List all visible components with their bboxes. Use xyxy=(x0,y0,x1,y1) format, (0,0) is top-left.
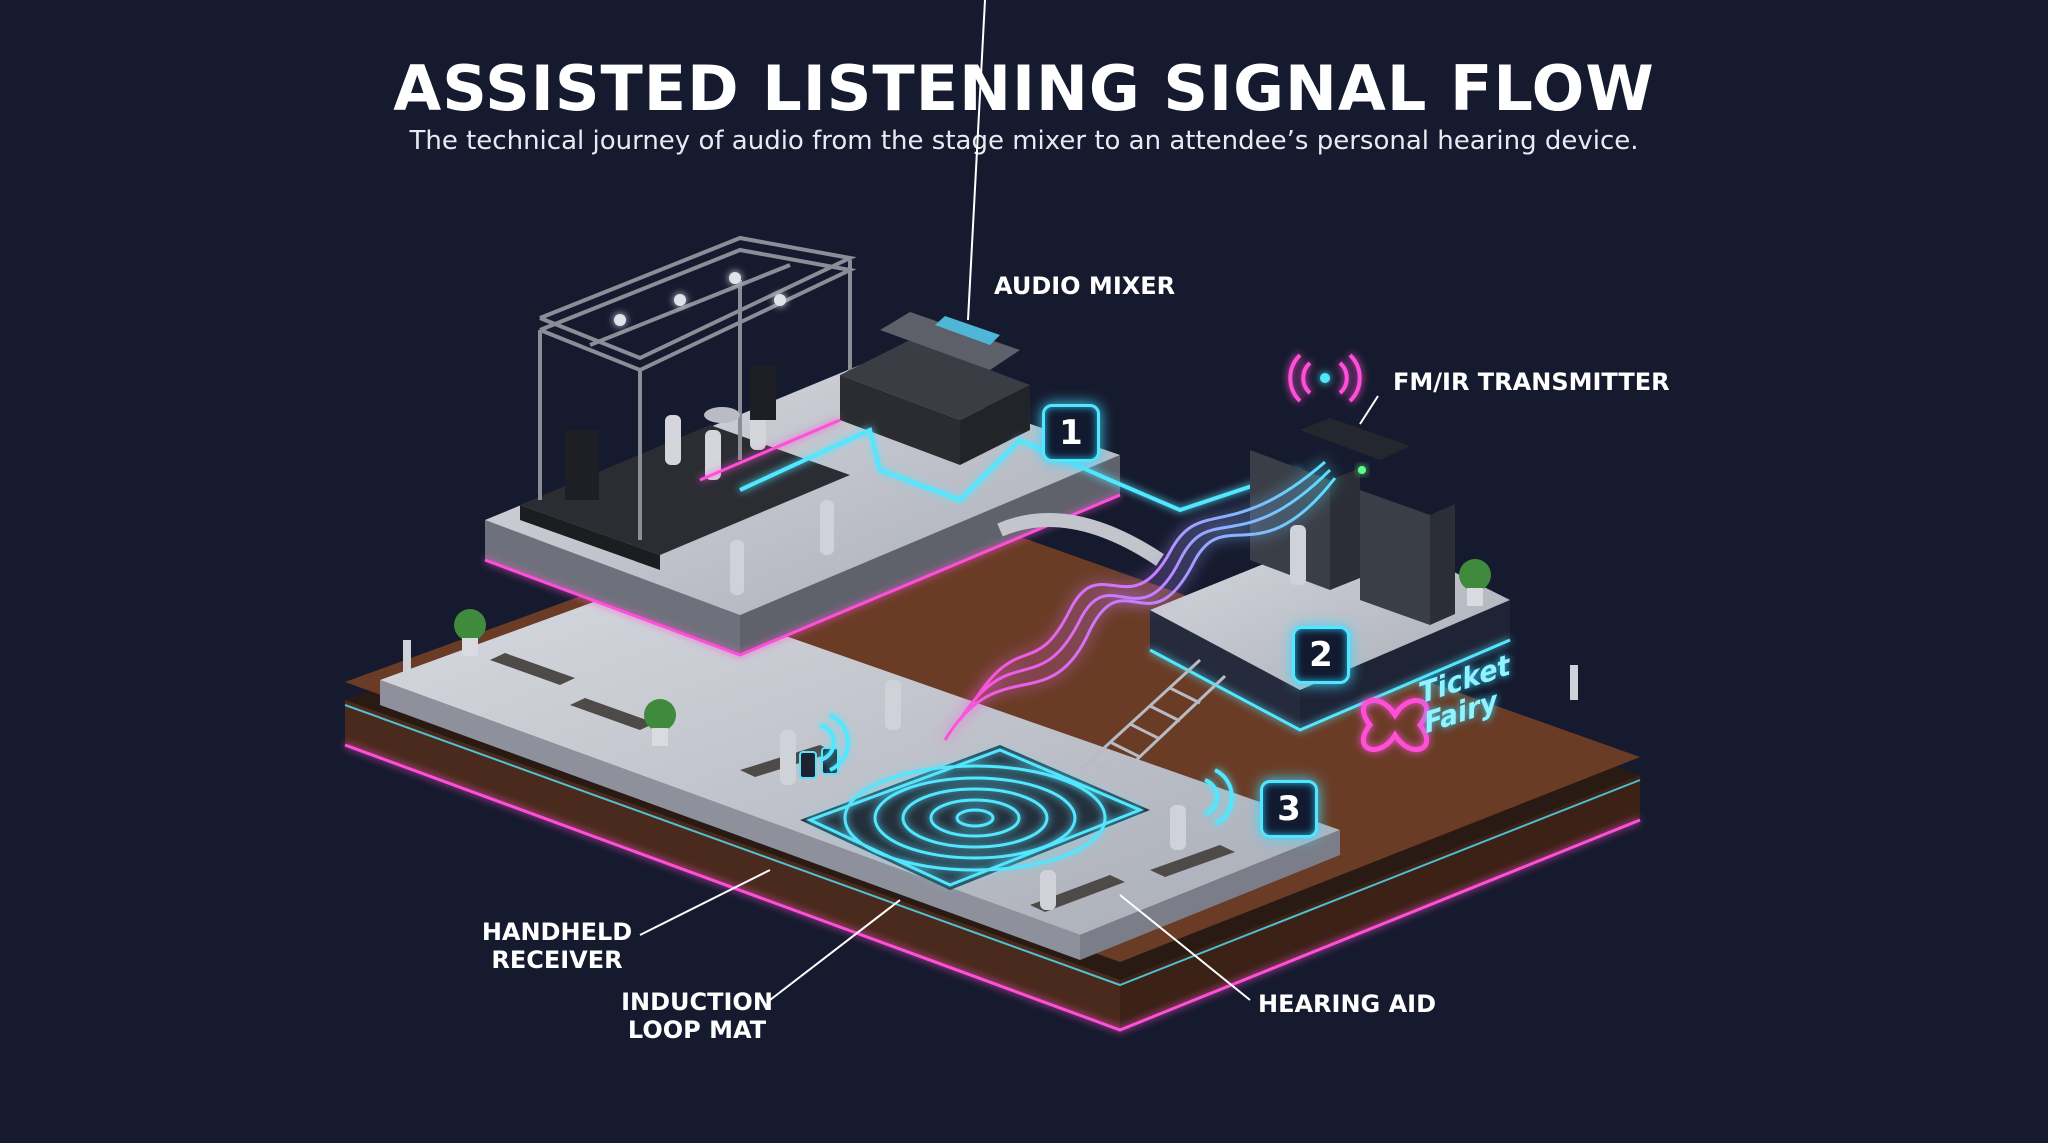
speaker-stacks xyxy=(565,365,776,500)
diagram-subtitle: The technical journey of audio from the … xyxy=(409,126,1639,156)
step-badge-1: 1 xyxy=(1042,404,1100,462)
callout-audio-mixer: AUDIO MIXER xyxy=(994,272,1176,300)
attendee-figures xyxy=(730,500,1306,910)
lower-plaza xyxy=(380,585,1340,960)
transmitter-antenna-icon xyxy=(1288,353,1362,403)
callout-hearing-aid: HEARING AID xyxy=(1258,990,1437,1018)
radio-waves xyxy=(943,460,1337,741)
callout-induction-loop-mat-line-2: LOOP MAT xyxy=(627,1016,767,1044)
brand-logo-mark xyxy=(1360,698,1430,752)
callout-leaders xyxy=(639,0,1379,1001)
step-badge-3: 3 xyxy=(1260,780,1318,838)
stage-lights xyxy=(614,272,786,326)
step-badge-2: 2 xyxy=(1292,626,1350,684)
callout-induction-loop-mat: INDUCTION LOOP MAT xyxy=(610,988,784,1044)
callout-transmitter: FM/IR TRANSMITTER xyxy=(1393,368,1670,396)
stage-truss xyxy=(538,235,857,540)
stage-platform xyxy=(484,365,1121,657)
induction-loop-mat-graphic xyxy=(800,745,1150,890)
callout-handheld-receiver-line-1: HANDHELD xyxy=(481,918,633,946)
walkway-bridge xyxy=(997,513,1164,566)
hearing-aid-signal-icon xyxy=(819,713,1234,826)
potted-plants xyxy=(454,559,1491,746)
callout-handheld-receiver: HANDHELD RECEIVER xyxy=(470,918,644,974)
brand-name: Ticket Fairy xyxy=(1416,648,1518,740)
audio-mixer-console xyxy=(840,312,1030,465)
signal-cable xyxy=(739,427,1301,513)
stairs xyxy=(1078,658,1227,787)
diagram-title: ASSISTED LISTENING SIGNAL FLOW xyxy=(393,52,1655,125)
callout-induction-loop-mat-line-1: INDUCTION xyxy=(621,988,773,1016)
light-posts xyxy=(403,640,1578,700)
callout-handheld-receiver-line-2: RECEIVER xyxy=(491,946,623,974)
